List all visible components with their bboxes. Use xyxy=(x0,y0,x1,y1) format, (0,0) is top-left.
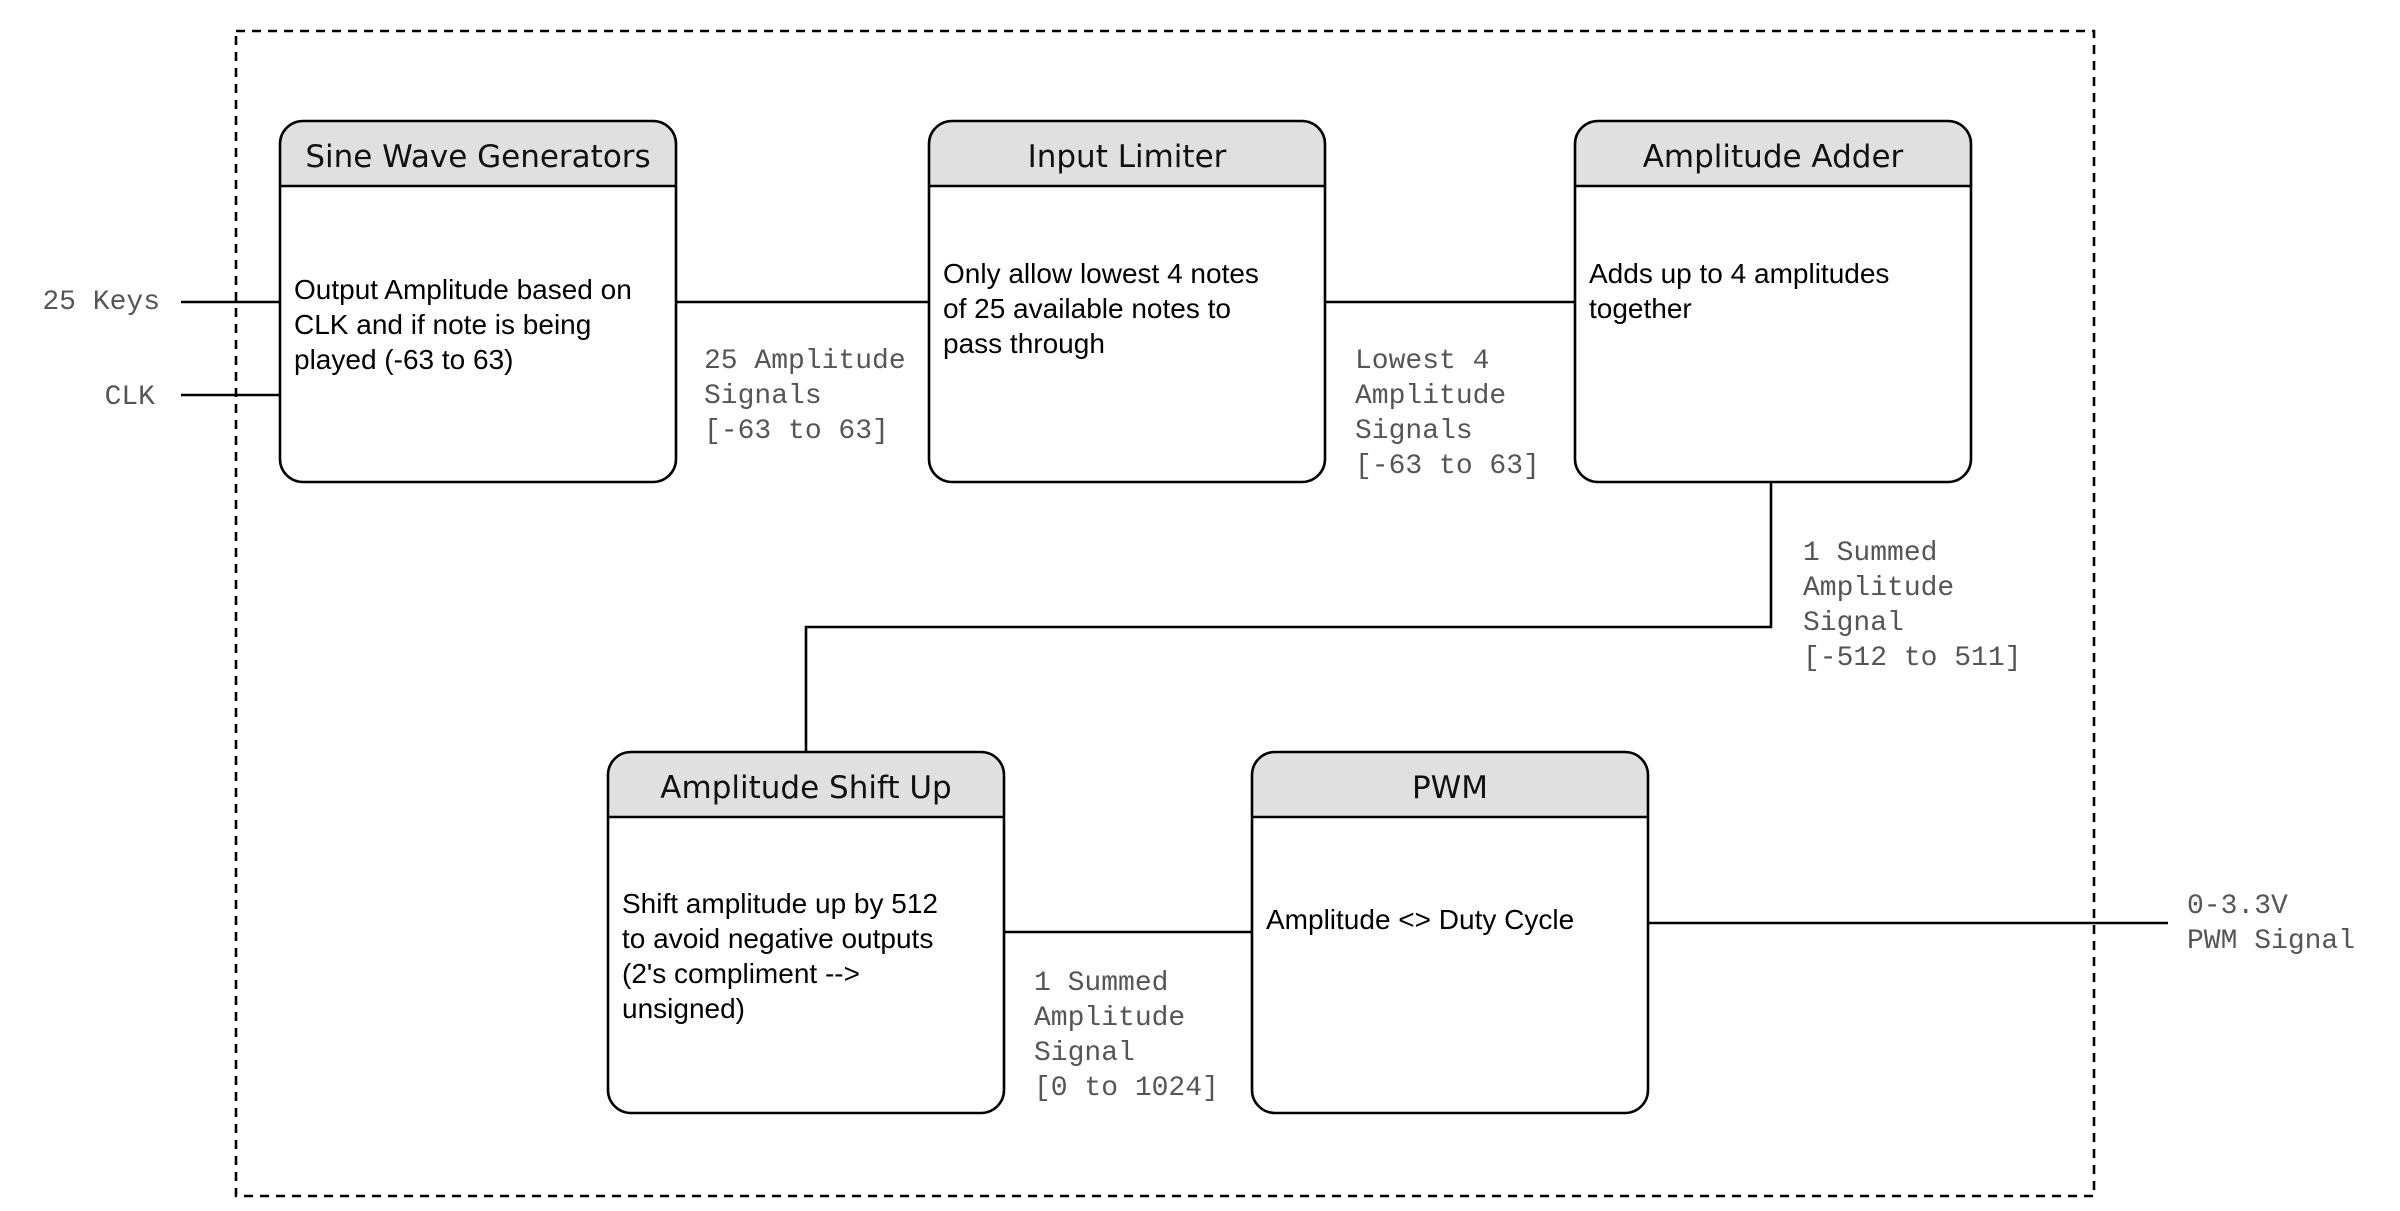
signal-label-sine-to-limiter: 25 Amplitude Signals [-63 to 63] xyxy=(704,346,922,447)
block-description: Output Amplitude based on CLK and if not… xyxy=(294,274,640,375)
block-header xyxy=(280,121,676,186)
sine-wave-generators-block: Sine Wave Generators Output Amplitude ba… xyxy=(278,119,678,484)
pwm-output-label: 0-3.3V PWM Signal xyxy=(2187,891,2355,957)
clk-input-label: CLK xyxy=(105,382,156,413)
block-frame xyxy=(1573,119,1973,484)
block-frame xyxy=(1250,750,1650,1115)
pwm-block: PWM Amplitude <> Duty Cycle xyxy=(1250,750,1650,1115)
connections xyxy=(181,300,2168,934)
system-boundary xyxy=(234,29,2096,1198)
keys-input-label: 25 Keys xyxy=(42,287,160,318)
block-title: Input Limiter xyxy=(1028,139,1227,175)
block-description: Shift amplitude up by 512 to avoid negat… xyxy=(622,888,946,1024)
block-frame xyxy=(606,750,1006,1115)
signal-label-adder-to-shift: 1 Summed Amplitude Signal [-512 to 511] xyxy=(1803,538,2021,674)
adder-to-shift-wire xyxy=(804,482,1773,752)
block-title: Sine Wave Generators xyxy=(305,139,650,175)
block-frame xyxy=(927,119,1327,484)
block-header xyxy=(1252,752,1648,817)
signal-label-limiter-to-adder: Lowest 4 Amplitude Signals [-63 to 63] xyxy=(1355,346,1540,482)
block-header xyxy=(608,752,1004,817)
block-description: Adds up to 4 amplitudes together xyxy=(1589,258,1897,324)
input-limiter-block: Input Limiter Only allow lowest 4 notes … xyxy=(927,119,1327,484)
block-description: Amplitude <> Duty Cycle xyxy=(1266,904,1574,935)
block-description: Only allow lowest 4 notes of 25 availabl… xyxy=(943,258,1267,359)
signal-label-shift-to-pwm: 1 Summed Amplitude Signal [0 to 1024] xyxy=(1034,968,1219,1104)
block-title: PWM xyxy=(1412,770,1488,806)
block-title: Amplitude Adder xyxy=(1643,139,1904,175)
amplitude-shift-up-block: Amplitude Shift Up Shift amplitude up by… xyxy=(606,750,1006,1115)
amplitude-adder-block: Amplitude Adder Adds up to 4 amplitudes … xyxy=(1573,119,1973,484)
block-frame xyxy=(278,119,678,484)
block-title: Amplitude Shift Up xyxy=(660,770,951,806)
block-header xyxy=(929,121,1325,186)
block-header xyxy=(1575,121,1971,186)
